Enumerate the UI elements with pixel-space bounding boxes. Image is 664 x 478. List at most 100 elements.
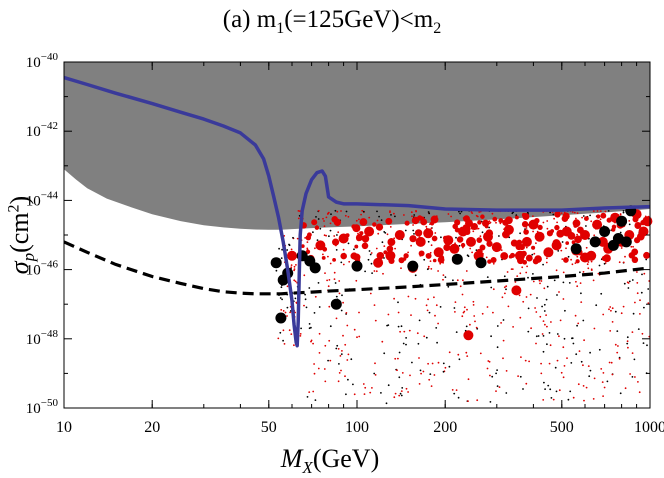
small-point [341, 350, 343, 352]
small-point [415, 210, 417, 213]
small-point [418, 319, 421, 322]
small-point [587, 267, 590, 270]
small-point [622, 305, 625, 308]
small-point [532, 215, 534, 218]
red-large-point [597, 236, 608, 247]
small-point [442, 370, 445, 373]
small-point [444, 366, 447, 369]
small-point [526, 211, 529, 214]
small-point [616, 351, 619, 354]
small-point [541, 333, 544, 335]
red-point [354, 244, 359, 249]
small-point [559, 319, 562, 322]
small-point [475, 326, 478, 329]
small-point [328, 339, 331, 342]
red-large-point [592, 219, 603, 230]
small-point [290, 264, 293, 266]
small-point [456, 279, 459, 282]
red-point [431, 235, 438, 242]
small-point [340, 210, 342, 212]
red-point [480, 214, 485, 219]
small-point [540, 372, 543, 375]
small-point [568, 282, 571, 284]
small-point [545, 261, 548, 264]
red-point [521, 212, 526, 217]
small-point [546, 220, 549, 222]
small-point [637, 381, 639, 383]
small-point [298, 210, 301, 213]
small-point [304, 293, 306, 296]
small-point [338, 292, 341, 295]
small-point [312, 231, 314, 234]
y-tick-label: 10−46 [26, 259, 59, 279]
red-point [340, 252, 347, 260]
small-point [356, 336, 358, 339]
small-point [383, 245, 386, 248]
red-point [509, 252, 516, 258]
small-point [345, 210, 348, 213]
small-point [286, 285, 289, 288]
red-point [505, 216, 513, 225]
small-point [413, 233, 415, 235]
small-point [288, 243, 290, 246]
small-point [522, 300, 525, 303]
small-point [414, 274, 417, 277]
small-point [553, 217, 555, 220]
small-point [323, 234, 326, 237]
small-point [549, 211, 551, 214]
small-point [556, 294, 558, 296]
small-point [609, 306, 612, 308]
small-point [599, 218, 602, 221]
small-point [600, 292, 603, 295]
small-point [328, 279, 331, 281]
small-point [282, 310, 285, 312]
small-point [338, 280, 341, 282]
small-point [318, 306, 321, 308]
red-point [522, 259, 528, 265]
small-point [401, 387, 404, 389]
small-point [636, 282, 639, 284]
small-point [436, 341, 438, 344]
small-point [323, 220, 325, 222]
small-point [467, 400, 469, 402]
small-point [481, 312, 484, 315]
small-point [451, 389, 454, 391]
small-point [491, 375, 494, 378]
red-point [479, 244, 486, 251]
small-point [336, 210, 339, 213]
small-point [401, 372, 404, 374]
red-point [525, 254, 533, 262]
black-large-point [616, 215, 628, 227]
small-point [411, 215, 413, 218]
small-point [521, 266, 524, 269]
small-point [327, 212, 330, 215]
small-point [532, 280, 535, 283]
small-point [640, 291, 643, 294]
small-point [347, 353, 350, 356]
x-tick-label: 500 [550, 419, 574, 436]
small-point [308, 391, 311, 393]
small-point [322, 217, 324, 220]
small-point [570, 362, 573, 364]
small-point [525, 227, 528, 229]
small-point [444, 276, 447, 278]
small-point [519, 316, 522, 319]
small-point [555, 390, 558, 393]
red-large-point [511, 285, 522, 296]
black-large-point [570, 243, 582, 255]
small-point [371, 387, 373, 389]
small-point [376, 210, 378, 213]
small-point [616, 330, 619, 332]
y-tick-label: 10−50 [26, 397, 59, 417]
small-point [511, 268, 514, 270]
small-point [358, 335, 361, 338]
small-point [381, 241, 384, 244]
small-point [486, 367, 489, 370]
red-large-point [463, 330, 474, 341]
small-point [336, 344, 339, 347]
small-point [387, 313, 390, 316]
small-point [290, 333, 293, 335]
small-point [439, 306, 442, 308]
small-point [397, 357, 399, 360]
red-point [554, 211, 561, 218]
